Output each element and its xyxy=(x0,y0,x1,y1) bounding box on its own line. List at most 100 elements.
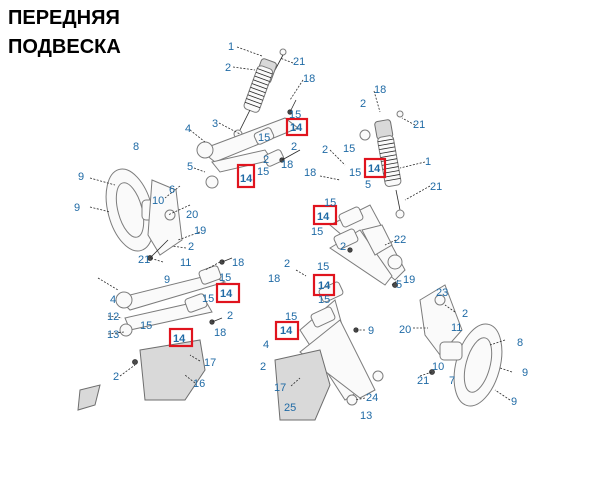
left-lower-a-arm xyxy=(115,257,233,337)
callout-label: 21 xyxy=(413,119,425,131)
callout-label-highlighted: 14 xyxy=(220,288,233,300)
highlight-boxes xyxy=(168,117,387,348)
callout-label: 4 xyxy=(185,123,191,135)
right-knuckle-disc xyxy=(419,284,503,407)
callout-label-highlighted: 14 xyxy=(280,325,293,337)
highlight-box xyxy=(312,204,338,226)
callout-label-highlighted: 14 xyxy=(317,211,330,223)
callout-label: 11 xyxy=(180,257,191,269)
callout-label: 2 xyxy=(227,310,233,322)
callout-label: 2 xyxy=(263,154,269,166)
callout-label: 5 xyxy=(396,279,402,291)
callout-label: 9 xyxy=(164,274,170,286)
callout-label: 21 xyxy=(417,375,429,387)
callout-label: 2 xyxy=(113,371,119,383)
callout-label: 2 xyxy=(360,98,366,110)
left-skid-plate xyxy=(132,339,206,401)
callout-label-highlighted: 14 xyxy=(318,280,331,292)
callout-label: 15 xyxy=(317,261,329,273)
callout-label: 15 xyxy=(258,132,270,144)
callout-label: 18 xyxy=(304,167,316,179)
callout-label: 2 xyxy=(322,144,328,156)
callout-label: 18 xyxy=(281,159,293,171)
title-line-2: ПОДВЕСКА xyxy=(8,36,121,58)
diagram-title: ПЕРЕДНЯЯ ПОДВЕСКА xyxy=(8,4,121,62)
callout-label: 2 xyxy=(284,258,290,270)
callout-label: 23 xyxy=(436,287,448,299)
callout-label: 25 xyxy=(284,402,296,414)
callout-label: 21 xyxy=(430,181,442,193)
callout-label: 10 xyxy=(152,195,164,207)
callout-label: 2 xyxy=(188,241,194,253)
callout-label: 15 xyxy=(311,226,323,238)
callout-label: 8 xyxy=(517,337,523,349)
callout-label: 12 xyxy=(107,311,119,323)
callout-label: 5 xyxy=(187,161,193,173)
callout-label: 19 xyxy=(403,274,415,286)
left-upper-a-arm xyxy=(196,99,301,189)
callout-label: 22 xyxy=(394,234,406,246)
callout-label: 18 xyxy=(303,73,315,85)
callout-label: 2 xyxy=(225,62,231,74)
callout-label: 1 xyxy=(228,41,234,53)
callout-label: 4 xyxy=(263,339,269,351)
callout-label: 2 xyxy=(462,308,468,320)
callout-label: 15 xyxy=(349,167,361,179)
title-line-1: ПЕРЕДНЯЯ xyxy=(8,7,120,29)
callout-label: 15 xyxy=(324,197,336,209)
highlight-box xyxy=(274,320,300,341)
callout-label: 17 xyxy=(204,357,216,369)
callout-label: 9 xyxy=(74,202,80,214)
callout-label: 20 xyxy=(186,209,198,221)
callout-label: 13 xyxy=(107,329,119,341)
callout-label: 17 xyxy=(274,382,286,394)
callout-label: 5 xyxy=(365,179,371,191)
right-upper-a-arm xyxy=(329,204,406,288)
callout-label: 21 xyxy=(138,254,150,266)
callout-label: 18 xyxy=(214,327,226,339)
callout-label: 2 xyxy=(260,361,266,373)
highlight-box xyxy=(168,327,194,348)
highlight-box xyxy=(215,282,241,304)
right-shock-absorber xyxy=(359,110,405,219)
callout-label: 9 xyxy=(78,171,84,183)
callout-label-highlighted: 14 xyxy=(368,163,381,175)
callout-label: 8 xyxy=(133,141,139,153)
callout-label: 9 xyxy=(522,367,528,379)
callout-label-highlighted: 14 xyxy=(240,173,253,185)
callout-label: 11 xyxy=(451,322,462,334)
callout-label: 21 xyxy=(293,56,305,68)
callout-label: 1 xyxy=(425,156,431,168)
small-clip-part xyxy=(77,384,101,411)
callout-label: 16 xyxy=(193,378,205,390)
callout-label: 2 xyxy=(291,141,297,153)
highlight-box xyxy=(312,273,336,297)
callout-label: 18 xyxy=(268,273,280,285)
callout-label: 15 xyxy=(140,320,152,332)
callout-label: 24 xyxy=(366,392,378,404)
callout-label: 18 xyxy=(232,257,244,269)
highlight-box xyxy=(236,163,256,189)
callout-label: 7 xyxy=(449,375,455,387)
callout-label-highlighted: 14 xyxy=(173,333,186,345)
callout-label: 15 xyxy=(202,293,214,305)
callout-label: 15 xyxy=(257,166,269,178)
callout-label: 15 xyxy=(219,272,231,284)
right-lower-a-arm xyxy=(285,281,384,406)
left-shock-absorber xyxy=(233,48,287,139)
callout-label: 9 xyxy=(368,325,374,337)
callout-label: 3 xyxy=(212,118,218,130)
callout-label: 13 xyxy=(360,410,372,422)
callout-numbers: 1 2 21 18 3 4 15 14 2 15 18 5 14 15 2 8 … xyxy=(74,41,528,422)
highlight-box xyxy=(285,117,309,137)
callout-label: 15 xyxy=(289,109,301,121)
callout-label: 19 xyxy=(194,225,206,237)
callout-label: 9 xyxy=(511,396,517,408)
left-knuckle-disc xyxy=(105,168,183,261)
callout-label: 18 xyxy=(374,84,386,96)
callout-label: 6 xyxy=(169,184,175,196)
callout-label-highlighted: 14 xyxy=(290,122,303,134)
callout-label: 10 xyxy=(432,361,444,373)
callout-label: 15 xyxy=(318,294,330,306)
